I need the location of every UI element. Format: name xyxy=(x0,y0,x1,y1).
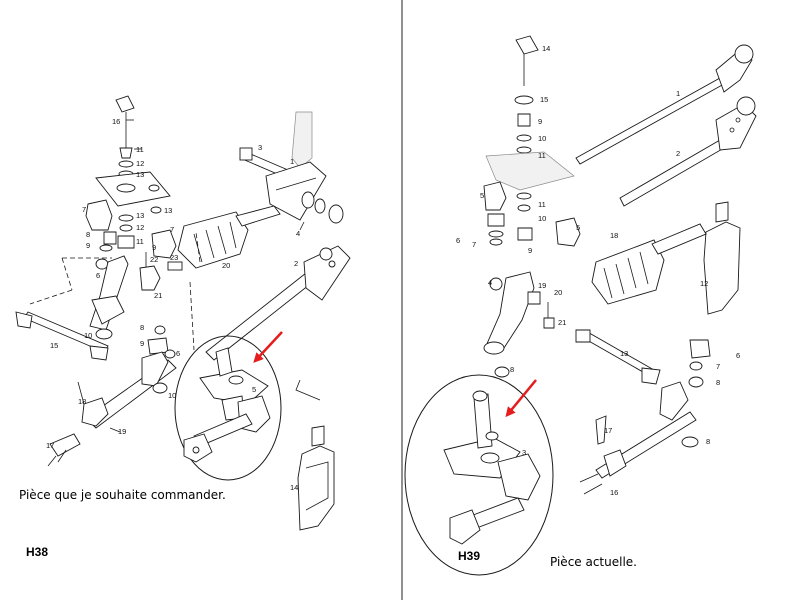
left-caption: Pièce que je souhaite commander. xyxy=(19,488,226,502)
rlabel-6a: 6 xyxy=(456,236,460,245)
rlabel-4: 4 xyxy=(488,278,492,287)
rlabel-11b: 11 xyxy=(538,200,546,209)
rlabel-19: 19 xyxy=(538,281,546,290)
rlabel-9a: 9 xyxy=(538,117,542,126)
pin-14-head xyxy=(515,35,539,55)
rlabel-21: 21 xyxy=(558,318,566,327)
detail-lever xyxy=(199,369,269,405)
rod-2 xyxy=(619,139,725,207)
lever-4 xyxy=(485,271,535,349)
label-13: 13 xyxy=(136,170,144,179)
rlabel-12: 12 xyxy=(700,279,708,288)
label-6b: 6 xyxy=(176,349,180,358)
label-3: 3 xyxy=(258,143,262,152)
label-9b: 9 xyxy=(152,243,156,252)
label-18: 18 xyxy=(78,397,86,406)
block-5b xyxy=(555,217,581,247)
label-8a: 8 xyxy=(86,230,90,239)
left-panel-drawing xyxy=(15,95,351,531)
key-17 xyxy=(595,415,607,445)
label-9c: 9 xyxy=(140,339,144,348)
rlabel-18: 18 xyxy=(610,231,618,240)
left-part-labels: 16 11 12 13 7 13 12 11 13 7 8 9 9 22 23 … xyxy=(46,117,300,492)
rod-15 xyxy=(23,311,109,353)
rlabel-9b: 9 xyxy=(528,246,532,255)
gaiter-20 xyxy=(177,211,249,269)
panel-14 xyxy=(297,445,335,531)
rlabel-7a: 7 xyxy=(472,240,476,249)
rlabel-13: 13 xyxy=(620,349,628,358)
label-6a: 6 xyxy=(96,271,100,280)
label-1: 1 xyxy=(290,157,294,166)
rlabel-6b: 6 xyxy=(736,351,740,360)
label-11b: 11 xyxy=(136,237,144,246)
ghost-plate xyxy=(485,151,575,191)
label-12b: 12 xyxy=(136,223,144,232)
label-7a: 7 xyxy=(82,205,86,214)
label-10b: 10 xyxy=(168,391,176,400)
right-caption: Pièce actuelle. xyxy=(550,555,637,569)
bush-11 xyxy=(117,235,135,249)
label-23: 23 xyxy=(170,253,178,262)
nut-3 xyxy=(239,147,253,161)
detail-circle xyxy=(174,335,282,481)
label-21: 21 xyxy=(154,291,162,300)
label-16: 16 xyxy=(112,117,120,126)
label-2: 2 xyxy=(294,259,298,268)
label-4: 4 xyxy=(296,229,300,238)
label-11: 11 xyxy=(136,145,144,154)
rlabel-8b: 8 xyxy=(510,365,514,374)
label-19: 19 xyxy=(118,427,126,436)
rlabel-8a: 8 xyxy=(716,378,720,387)
label-20: 20 xyxy=(222,261,230,270)
rlabel-5b: 5 xyxy=(576,223,580,232)
rlabel-1: 1 xyxy=(676,89,680,98)
label-15: 15 xyxy=(50,341,58,350)
rlabel-15: 15 xyxy=(540,95,548,104)
label-12: 12 xyxy=(136,159,144,168)
label-13b: 13 xyxy=(136,211,144,220)
label-10a: 10 xyxy=(84,331,92,340)
ghost-lever xyxy=(291,111,313,169)
label-13c: 13 xyxy=(164,206,172,215)
block-7b xyxy=(151,229,177,259)
rlabel-20: 20 xyxy=(554,288,562,297)
label-17: 17 xyxy=(46,441,54,450)
gaiter-18 xyxy=(591,239,665,305)
label-22: 22 xyxy=(150,255,158,264)
block-5a xyxy=(483,181,507,211)
left-reference: H38 xyxy=(26,545,48,559)
rlabel-7b: 7 xyxy=(716,362,720,371)
right-red-arrow xyxy=(505,379,537,418)
right-panel-drawing xyxy=(483,35,757,495)
label-14: 14 xyxy=(290,483,298,492)
rlabel-11a: 11 xyxy=(538,151,546,160)
detail-circle-right xyxy=(404,374,554,576)
rlabel-3: 3 xyxy=(522,448,526,457)
left-detail xyxy=(174,335,282,481)
rlabel-17: 17 xyxy=(604,426,612,435)
label-5: 5 xyxy=(252,385,256,394)
left-red-arrow xyxy=(253,331,283,363)
label-8b: 8 xyxy=(140,323,144,332)
right-part-labels: 14 15 9 10 11 5 11 10 5 6 7 9 1 2 18 12 … xyxy=(456,44,740,497)
rlabel-16: 16 xyxy=(610,488,618,497)
right-reference: H39 xyxy=(458,549,480,563)
pin-16-head xyxy=(115,95,135,113)
label-7b: 7 xyxy=(170,225,174,234)
panel-12 xyxy=(703,221,741,315)
block-7 xyxy=(85,199,113,231)
rlabel-2: 2 xyxy=(676,149,680,158)
rlabel-8c: 8 xyxy=(706,437,710,446)
lever-2 xyxy=(303,245,351,301)
rlabel-10a: 10 xyxy=(538,134,546,143)
right-detail xyxy=(404,374,554,576)
label-9a: 9 xyxy=(86,241,90,250)
rlabel-10b: 10 xyxy=(538,214,546,223)
rlabel-14: 14 xyxy=(542,44,550,53)
rlabel-5a: 5 xyxy=(480,191,484,200)
